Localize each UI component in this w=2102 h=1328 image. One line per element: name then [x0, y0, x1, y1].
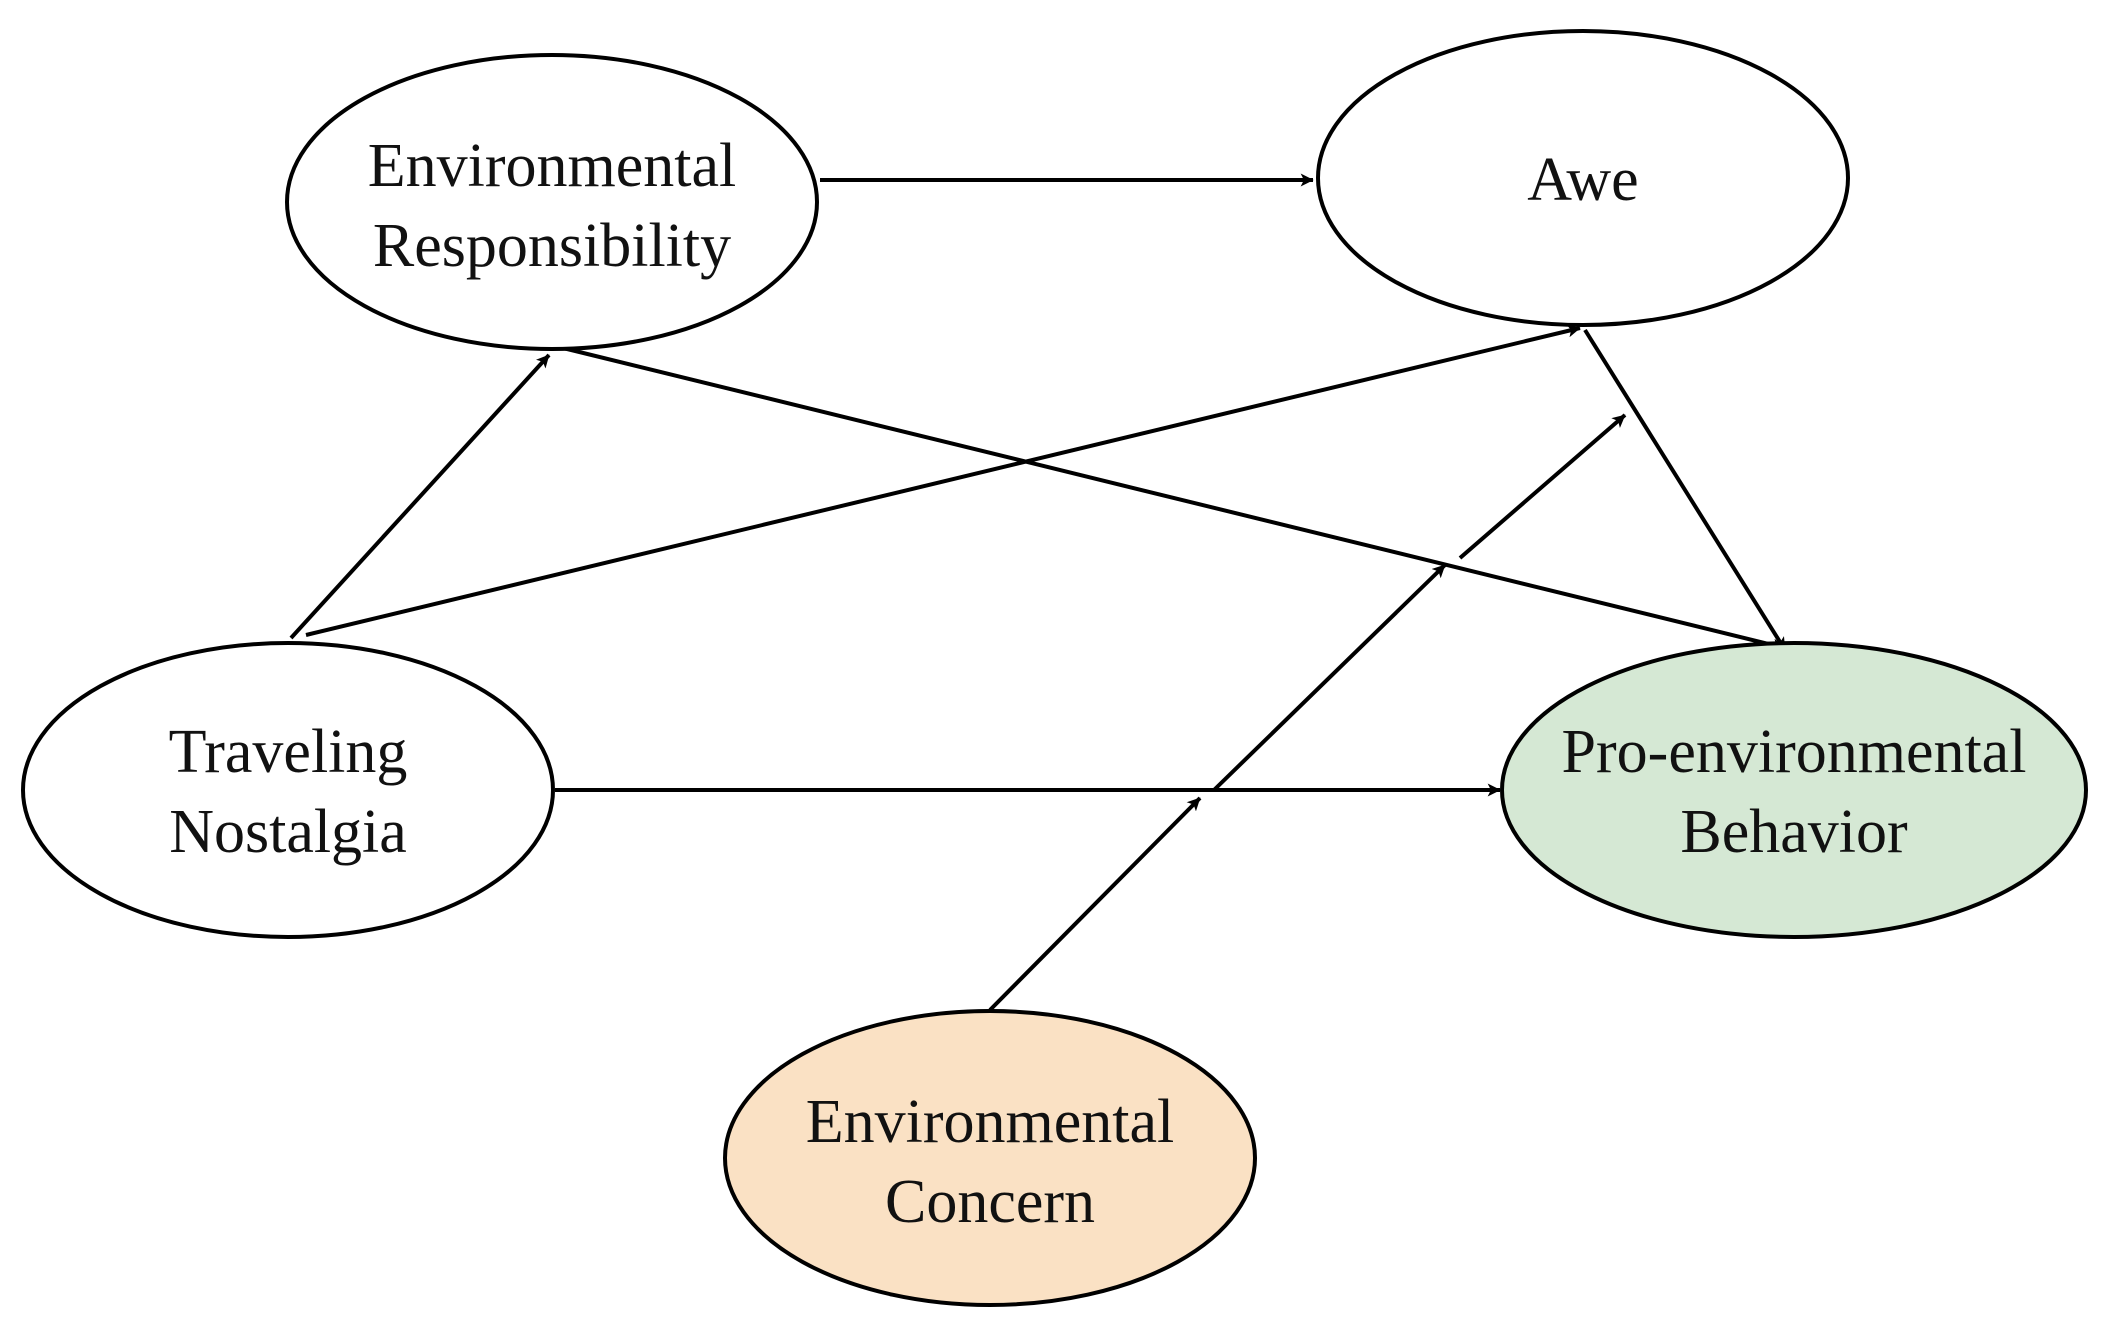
traveling-nostalgia-label-line1: Traveling: [169, 718, 408, 786]
edge-awe-to-behavior: [1583, 328, 1787, 652]
traveling-nostalgia-ellipse: [21, 641, 555, 939]
environmental-concern-ellipse: [723, 1009, 1257, 1307]
node-awe: Awe: [1316, 29, 1850, 327]
moderation-line-upper-segment: [1458, 413, 1627, 560]
node-environmental-responsibility: Environmental Responsibility: [285, 53, 819, 351]
pro-environmental-behavior-label-line2: Behavior: [1680, 798, 1908, 866]
environmental-concern-label-line2: Concern: [885, 1168, 1095, 1236]
environmental-responsibility-ellipse: [285, 53, 819, 351]
awe-label: Awe: [1527, 146, 1638, 214]
edge-nostalgia-to-awe: [305, 324, 1581, 637]
edges: [289, 173, 1787, 1012]
node-traveling-nostalgia: Traveling Nostalgia: [21, 641, 555, 939]
node-environmental-concern: Environmental Concern: [723, 1009, 1257, 1307]
pro-environmental-behavior-label-line1: Pro-environmental: [1562, 718, 2027, 786]
pro-environmental-behavior-ellipse: [1500, 641, 2088, 939]
awe-ellipse: [1316, 29, 1850, 327]
moderation-line-concern-to-awe-path: [988, 796, 1202, 1012]
environmental-responsibility-label-line1: Environmental: [368, 132, 736, 200]
environmental-responsibility-label-line2: Responsibility: [373, 212, 731, 280]
traveling-nostalgia-label-line2: Nostalgia: [169, 798, 407, 866]
edge-nostalgia-to-responsibility: [289, 353, 551, 640]
environmental-concern-label-line1: Environmental: [806, 1088, 1174, 1156]
moderation-line-middle-segment: [1212, 563, 1447, 792]
node-pro-environmental-behavior: Pro-environmental Behavior: [1500, 641, 2088, 939]
edge-responsibility-to-behavior: [562, 346, 1786, 652]
